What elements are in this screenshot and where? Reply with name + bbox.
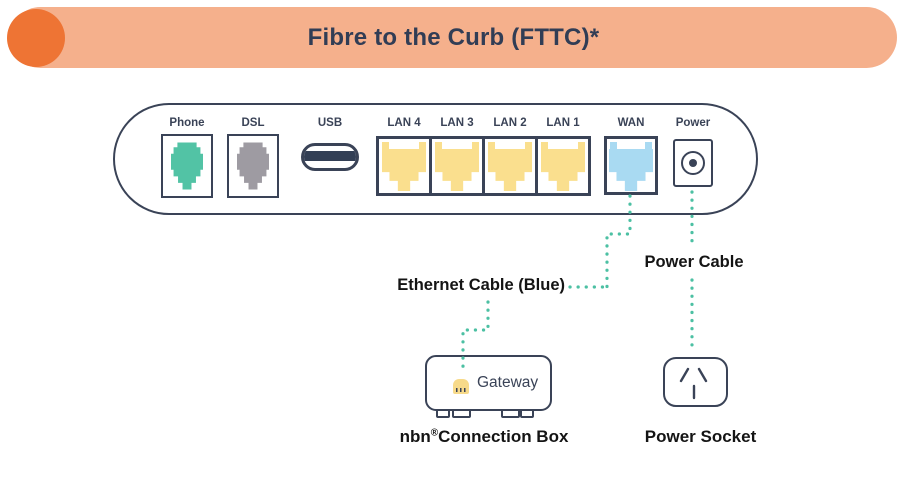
port-lan4: LAN 4 (376, 116, 432, 196)
connection-box-label: nbn®Connection Box (399, 427, 569, 446)
port-lan3: LAN 3 (429, 116, 485, 196)
port-phone-label: Phone (169, 117, 205, 129)
lan4-jack-icon (376, 136, 432, 196)
header-banner (10, 7, 897, 68)
power-socket-label: Power Socket (644, 427, 757, 446)
header-circle-decoration (7, 9, 65, 67)
usb-port-icon (301, 143, 359, 171)
power-socket (663, 357, 728, 407)
port-lan1: LAN 1 (535, 116, 591, 196)
nbn-connection-box: Gateway (425, 355, 552, 411)
port-wan: WAN (604, 116, 658, 195)
port-phone: Phone (161, 116, 213, 198)
lan1-jack-icon (535, 136, 591, 196)
port-dsl-label: DSL (241, 117, 265, 129)
port-lan2: LAN 2 (482, 116, 538, 196)
wan-jack-icon (604, 136, 658, 195)
port-lan1-label: LAN 1 (546, 117, 580, 129)
ethernet-cable-label: Ethernet Cable (Blue) (397, 276, 565, 294)
port-dsl: DSL (227, 116, 279, 198)
port-lan4-label: LAN 4 (387, 117, 421, 129)
lan3-jack-icon (429, 136, 485, 196)
gateway-label: Gateway (477, 374, 539, 391)
socket-pins-icon (679, 367, 708, 400)
registered-mark: ® (430, 427, 439, 439)
gateway-port-icon (453, 379, 469, 394)
port-wan-label: WAN (617, 117, 645, 129)
port-power: Power (673, 116, 713, 187)
power-port-icon (673, 139, 713, 187)
dsl-jack-icon (227, 134, 279, 198)
phone-jack-icon (161, 134, 213, 198)
port-power-label: Power (675, 117, 711, 129)
lan2-jack-icon (482, 136, 538, 196)
power-cable-label: Power Cable (644, 253, 744, 271)
port-usb-label: USB (317, 117, 343, 129)
port-lan2-label: LAN 2 (493, 117, 527, 129)
port-lan3-label: LAN 3 (440, 117, 474, 129)
page-title: Fibre to the Curb (FTTC)* (307, 23, 600, 51)
port-usb: USB (301, 116, 359, 171)
